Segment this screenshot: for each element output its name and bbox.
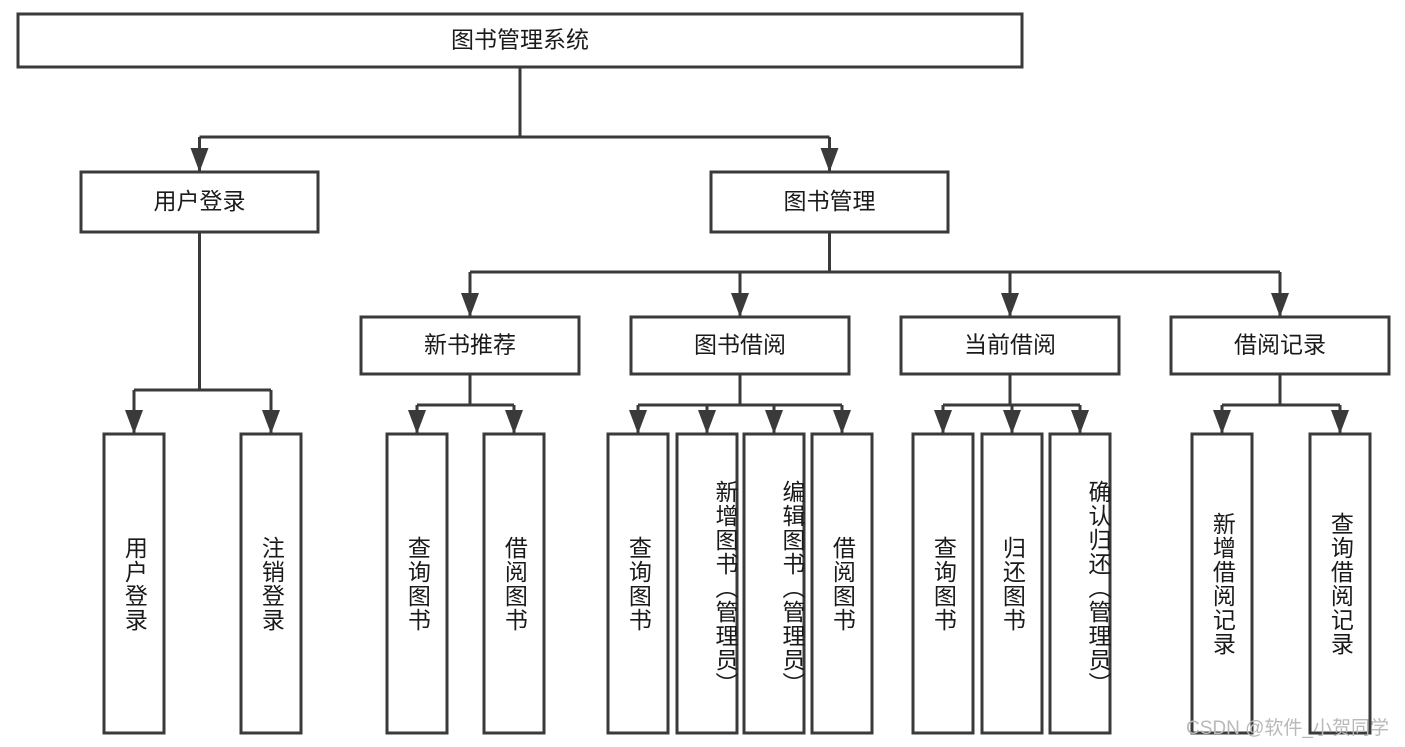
node-leaf-add-record[interactable]: [1190, 432, 1254, 735]
node-current-borrow[interactable]: [899, 315, 1121, 376]
arrow-head-icon: [1001, 293, 1019, 317]
node-leaf-return-book[interactable]: [980, 432, 1044, 735]
arrow-head-icon: [698, 410, 716, 434]
node-leaf-logout[interactable]: [239, 432, 303, 735]
node-book-borrow[interactable]: [629, 315, 851, 376]
node-leaf-query-book-1[interactable]: [385, 432, 449, 735]
node-root[interactable]: [16, 12, 1024, 69]
node-label: 新书推荐: [424, 332, 516, 358]
arrow-head-icon: [1071, 410, 1089, 434]
arrow-head-icon: [505, 410, 523, 434]
node-label: 借阅记录: [1234, 332, 1326, 358]
arrow-head-icon: [190, 148, 209, 172]
edges-layer: [125, 67, 1349, 434]
node-leaf-user-login[interactable]: [102, 432, 166, 735]
node-label: 图书管理: [784, 188, 876, 214]
node-leaf-query-record[interactable]: [1308, 432, 1372, 735]
arrow-head-icon: [125, 410, 143, 434]
node-user-login[interactable]: [79, 170, 320, 234]
node-leaf-edit-book[interactable]: [742, 432, 806, 735]
node-label: 当前借阅: [964, 332, 1056, 358]
boxes-layer: [16, 12, 1391, 735]
arrow-head-icon: [461, 293, 479, 317]
node-label: 图书管理系统: [451, 27, 589, 53]
node-leaf-borrow-book-2[interactable]: [810, 432, 874, 735]
arrow-head-icon: [629, 410, 647, 434]
node-label: 用户登录: [154, 188, 246, 214]
node-label: 图书借阅: [694, 332, 786, 358]
arrow-head-icon: [765, 410, 783, 434]
arrow-head-icon: [934, 410, 952, 434]
arrow-head-icon: [1213, 410, 1231, 434]
node-book-manage[interactable]: [709, 170, 950, 234]
node-leaf-borrow-book-1[interactable]: [482, 432, 546, 735]
arrow-head-icon: [1331, 410, 1349, 434]
arrow-head-icon: [820, 148, 839, 172]
arrow-head-icon: [1271, 293, 1289, 317]
arrow-head-icon: [262, 410, 280, 434]
node-borrow-record[interactable]: [1169, 315, 1391, 376]
node-new-book-recommend[interactable]: [359, 315, 581, 376]
arrow-head-icon: [731, 293, 749, 317]
node-leaf-add-book[interactable]: [675, 432, 739, 735]
arrow-head-icon: [408, 410, 426, 434]
node-leaf-query-book-3[interactable]: [911, 432, 975, 735]
node-leaf-confirm-return[interactable]: [1048, 432, 1112, 735]
arrow-head-icon: [833, 410, 851, 434]
node-leaf-query-book-2[interactable]: [606, 432, 670, 735]
arrow-head-icon: [1003, 410, 1021, 434]
